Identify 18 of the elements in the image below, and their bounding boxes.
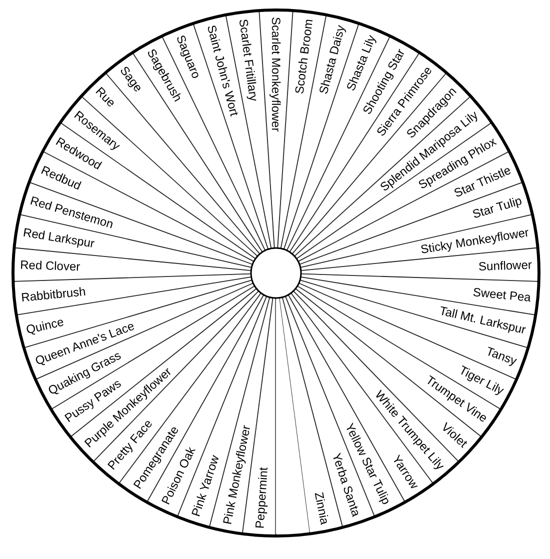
segment-label: Scotch Broom — [292, 18, 316, 95]
segment-label: Quince — [24, 314, 66, 337]
segment-label: Rue — [92, 84, 118, 110]
segment-label: Tall Mt. Larkspur — [438, 304, 528, 337]
segment-label: Rabbitbrush — [20, 284, 86, 305]
empty-segment — [276, 298, 310, 534]
segment-label: Sweet Pea — [472, 285, 532, 305]
segment-label: Zinnia — [312, 490, 332, 526]
segment-label: Peppermint — [252, 466, 271, 529]
segment-label: Red Clover — [20, 258, 80, 274]
segment-label: Sunflower — [478, 258, 532, 274]
segment-label: Star Tulip — [470, 193, 524, 222]
segment-label: Red Larkspur — [22, 225, 96, 251]
segment-label: Shasta Daisy — [316, 24, 348, 96]
segment-label: Scarlet Fritillary — [236, 18, 261, 102]
segment-label: Tansy — [484, 344, 519, 368]
segment-label: Sticky Monkeyflower — [420, 225, 530, 256]
segment-label: Scarlet Monkeyflower — [269, 17, 283, 132]
